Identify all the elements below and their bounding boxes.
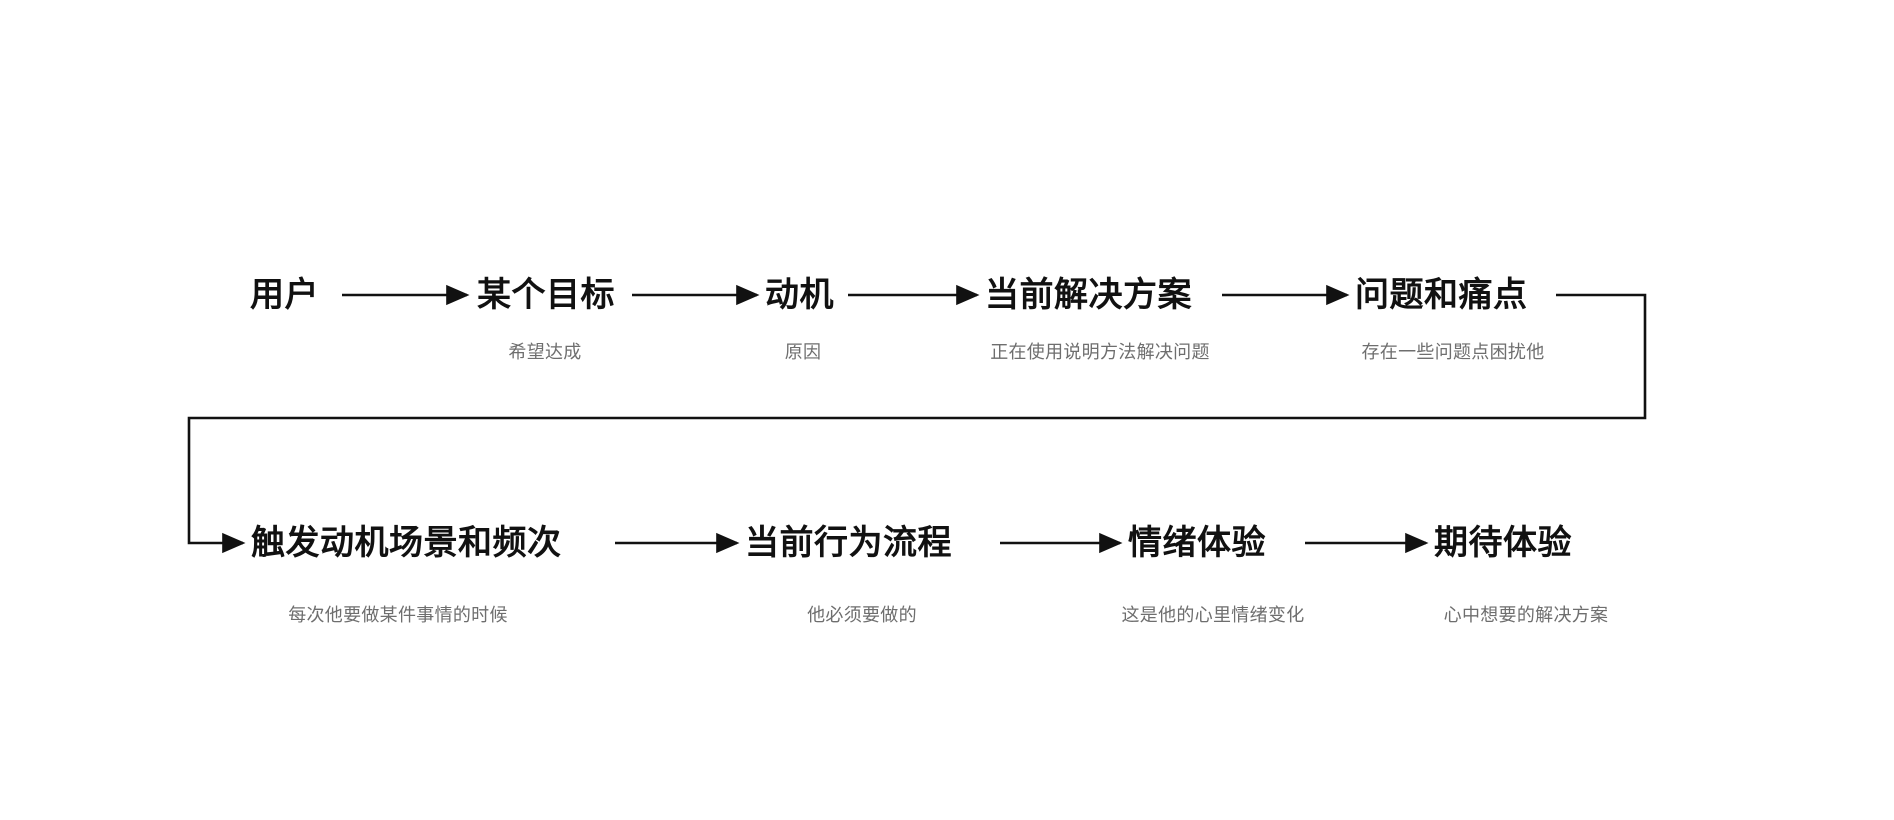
node-subtitle-motivation: 原因: [784, 342, 822, 362]
node-title-problems-pain-points: 问题和痛点: [1355, 276, 1528, 314]
node-title-current-solution: 当前解决方案: [985, 276, 1192, 314]
node-title-current-behavior-flow: 当前行为流程: [745, 524, 952, 562]
node-subtitle-emotional-experience: 这是他的心里情绪变化: [1121, 605, 1305, 625]
node-subtitle-trigger-scenario-frequency: 每次他要做某件事情的时候: [288, 605, 508, 625]
wrap-around-connector: [187, 293, 1647, 554]
node-subtitle-problems-pain-points: 存在一些问题点困扰他: [1361, 342, 1545, 362]
node-title-trigger-scenario-frequency: 触发动机场景和频次: [251, 524, 562, 562]
node-subtitle-goal: 希望达成: [508, 342, 582, 362]
node-subtitle-expected-experience: 心中想要的解决方案: [1443, 605, 1609, 625]
node-subtitle-current-solution: 正在使用说明方法解决问题: [990, 342, 1210, 362]
arrow-problems-to-trigger: [187, 293, 1647, 554]
node-subtitle-current-behavior-flow: 他必须要做的: [807, 605, 917, 625]
straight-connectors-group: [342, 284, 1429, 554]
node-title-user: 用户: [250, 276, 319, 314]
node-title-emotional-experience: 情绪体验: [1128, 524, 1266, 562]
node-title-motivation: 动机: [765, 276, 834, 314]
node-title-expected-experience: 期待体验: [1434, 524, 1572, 562]
node-title-goal: 某个目标: [477, 276, 615, 314]
